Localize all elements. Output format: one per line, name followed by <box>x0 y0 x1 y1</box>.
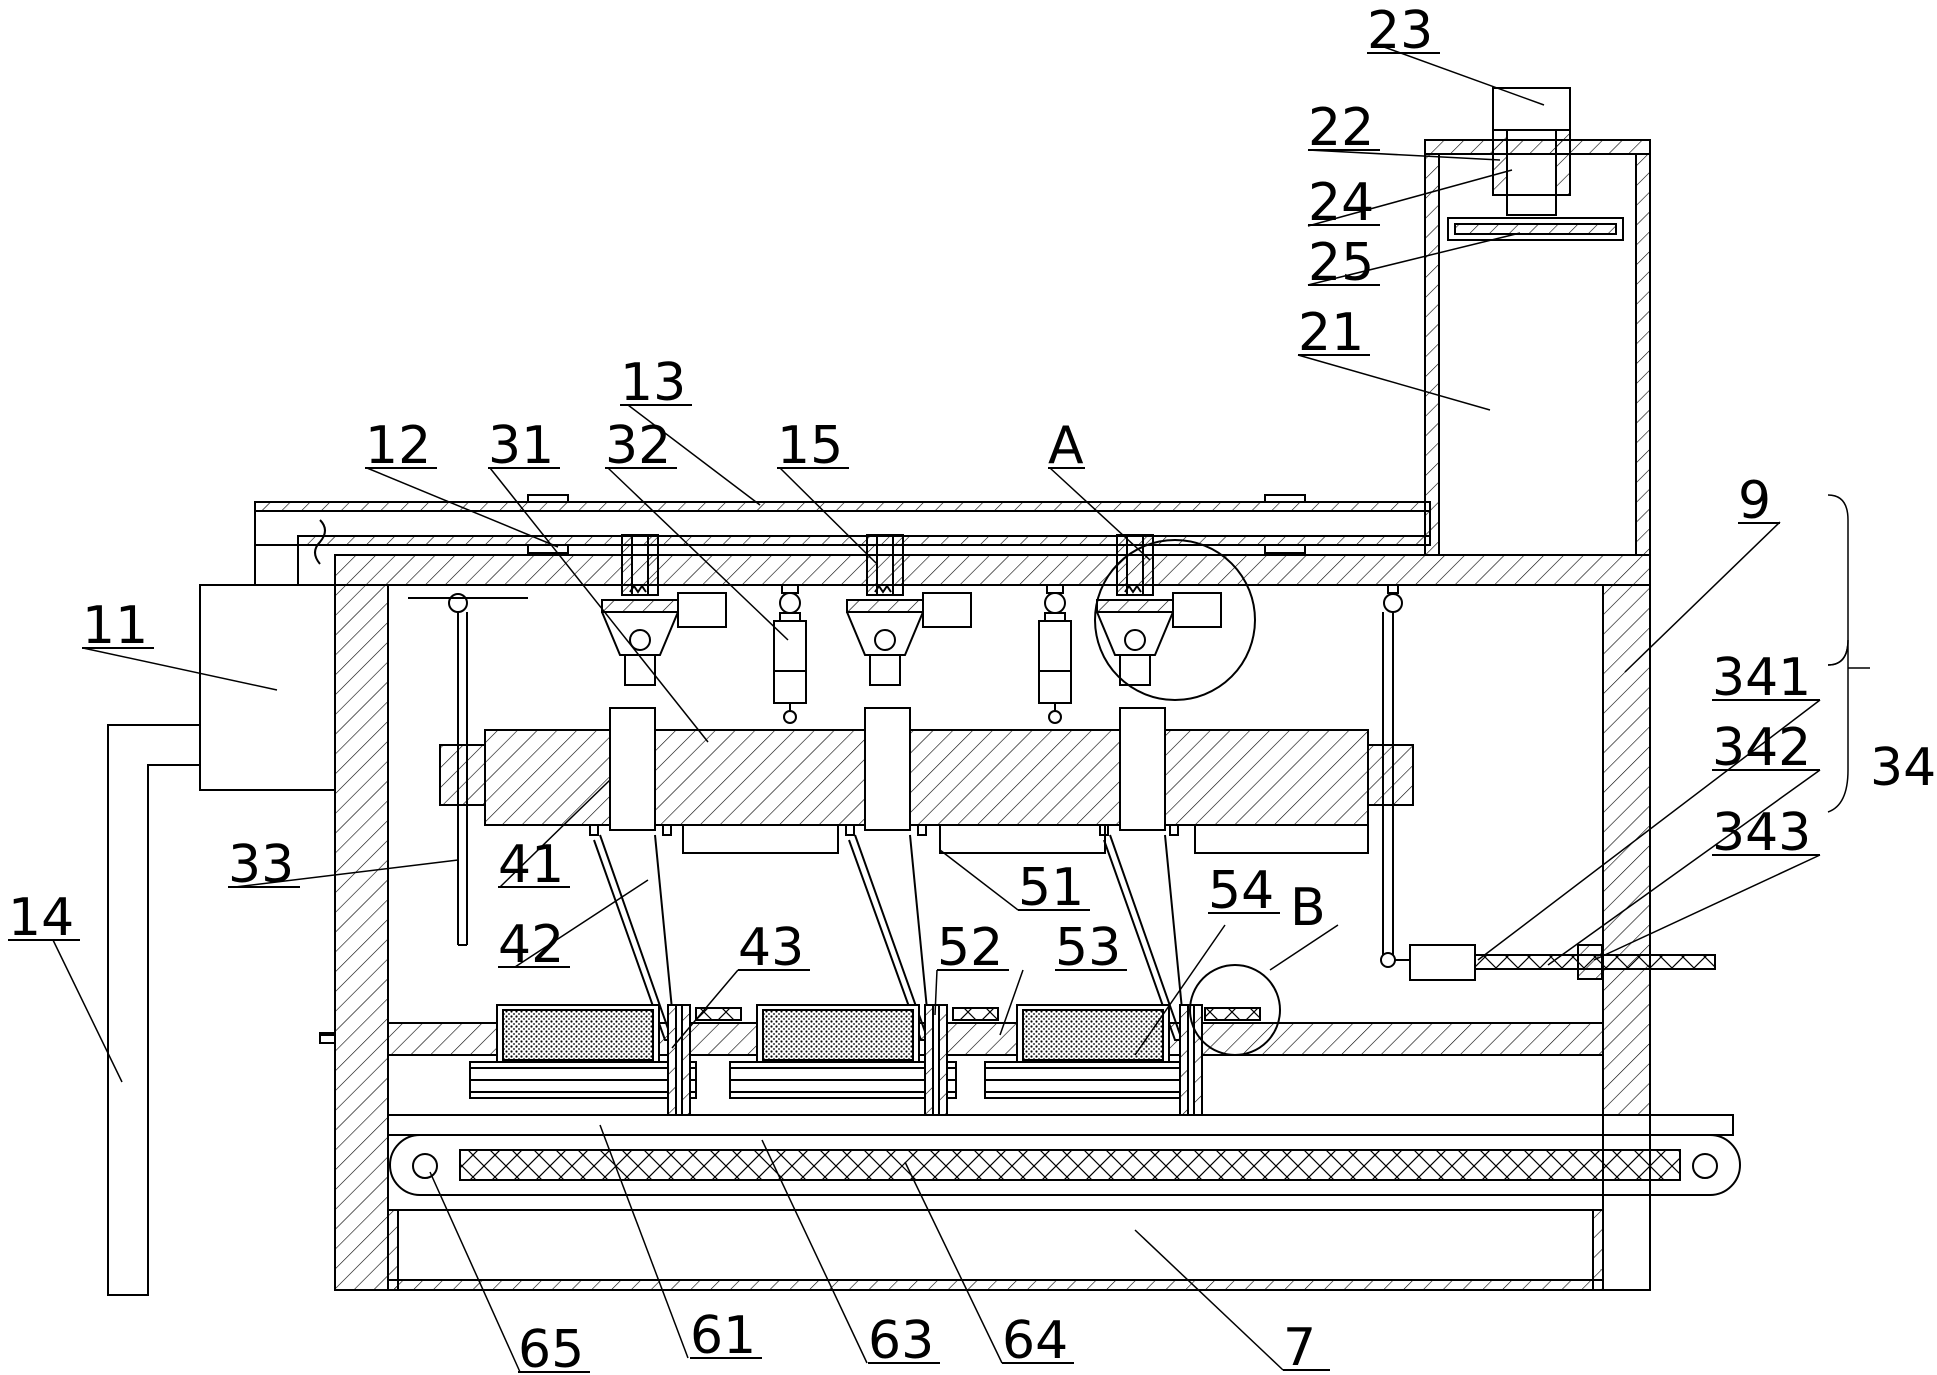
label-9: 9 <box>1738 471 1771 531</box>
label-15: 15 <box>777 416 843 476</box>
label-a: A <box>1048 416 1084 476</box>
label-24: 24 <box>1308 173 1374 233</box>
label-13: 13 <box>620 353 686 413</box>
label-51: 51 <box>1018 858 1084 918</box>
label-32: 32 <box>605 416 671 476</box>
top-pipes <box>254 494 1431 554</box>
label-61: 61 <box>690 1306 756 1366</box>
label-25: 25 <box>1308 233 1374 293</box>
tank <box>1424 87 1651 556</box>
carriage <box>439 707 1414 854</box>
label-11: 11 <box>82 596 148 656</box>
label-31: 31 <box>488 416 554 476</box>
label-14: 14 <box>8 888 74 948</box>
label-42: 42 <box>498 915 564 975</box>
label-21: 21 <box>1298 303 1364 363</box>
label-54: 54 <box>1208 861 1274 921</box>
main-frame <box>319 554 1651 1291</box>
cylinders <box>773 584 1072 724</box>
label-342: 342 <box>1712 718 1811 778</box>
label-12: 12 <box>365 416 431 476</box>
label-34: 34 <box>1870 738 1936 798</box>
leader-lines <box>52 42 1870 1373</box>
label-22: 22 <box>1308 98 1374 158</box>
label-64: 64 <box>1002 1311 1068 1371</box>
label-7: 7 <box>1283 1318 1316 1375</box>
label-343: 343 <box>1712 803 1811 863</box>
labels: 23 22 24 25 21 13 12 31 32 15 A 9 11 341… <box>8 1 1936 1375</box>
label-52: 52 <box>937 918 1003 978</box>
label-43: 43 <box>738 918 804 978</box>
label-341: 341 <box>1712 648 1811 708</box>
label-41: 41 <box>498 835 564 895</box>
label-63: 63 <box>868 1311 934 1371</box>
label-underlines <box>8 52 1820 1373</box>
nozzle-row <box>601 534 1256 701</box>
label-53: 53 <box>1055 918 1121 978</box>
label-23: 23 <box>1367 1 1433 61</box>
label-b: B <box>1290 878 1326 938</box>
label-65: 65 <box>518 1320 584 1375</box>
label-33: 33 <box>228 835 294 895</box>
work-table <box>387 964 1604 1116</box>
detail-circle-b <box>1189 964 1281 1056</box>
conveyor <box>387 1114 1741 1211</box>
tray <box>387 1209 1604 1291</box>
detail-circle-a <box>1094 539 1256 701</box>
